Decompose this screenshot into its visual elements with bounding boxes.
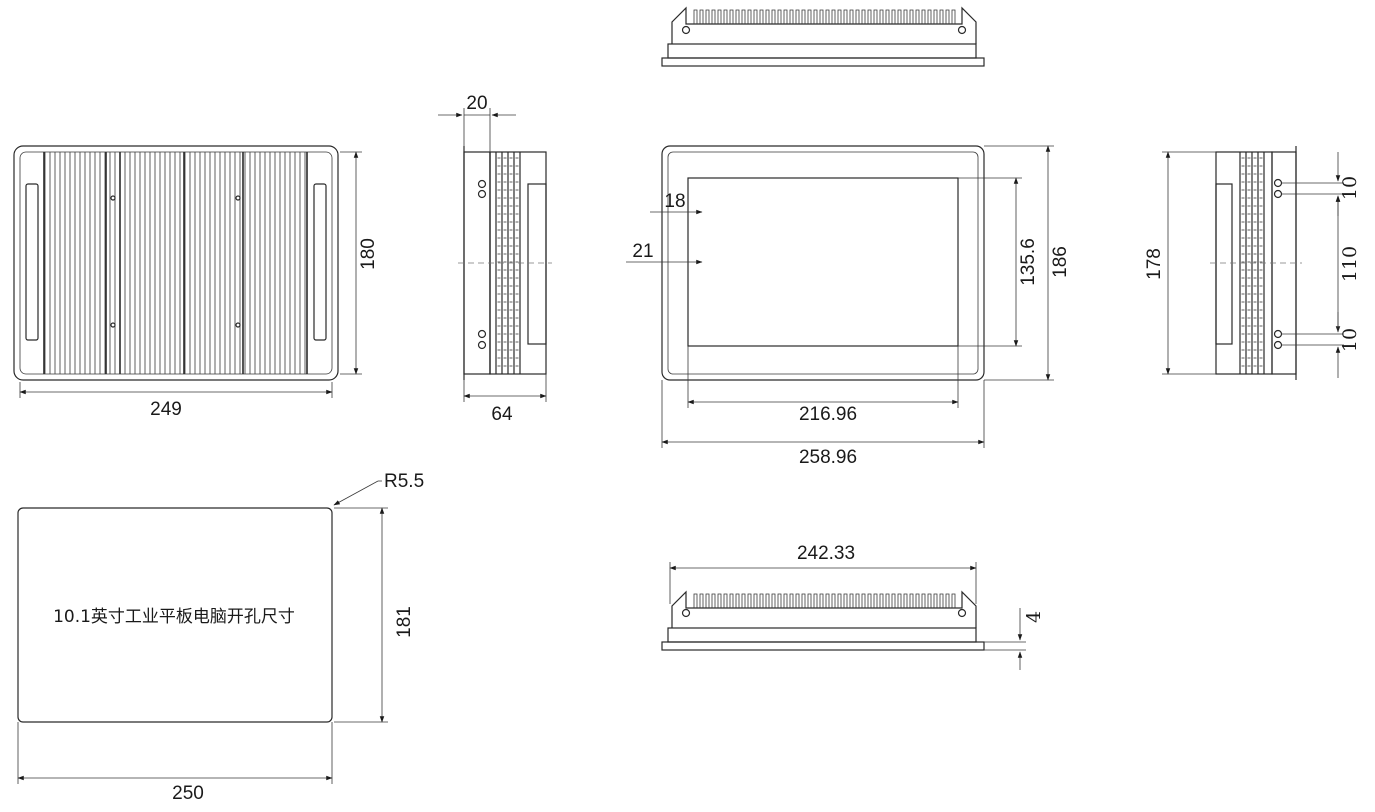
cutout-height-label: 181: [394, 606, 415, 638]
right-screw-icon: [1273, 329, 1283, 339]
front-screen-width-label: 216.96: [799, 404, 857, 425]
bottom-view: 242.33 4: [661, 543, 1045, 670]
bottom-flange-thickness-label: 4: [1023, 611, 1045, 623]
right-hole-bottom-label: 10: [1339, 328, 1361, 352]
top-heatsink-fins: [693, 9, 956, 24]
rear-heatsink-fins: [43, 152, 308, 374]
front-height-label: 186: [1050, 246, 1071, 278]
bottom-width-label: 242.33: [797, 543, 855, 564]
side-screw-icon: [477, 329, 487, 339]
front-width-label: 258.96: [799, 447, 857, 468]
panel-cutout-outline: [17, 507, 333, 723]
cutout-radius-label: R5.5: [384, 471, 424, 492]
side-bezel-depth-label: 20: [466, 93, 487, 114]
right-hole-span-label: 110: [1339, 246, 1361, 282]
front-screen: [687, 177, 959, 347]
side-screw-icon: [477, 179, 487, 189]
front-view: 18 21 135.6 186 216.96 258.96: [626, 145, 1071, 468]
front-screen-height-label: 135.6: [1018, 238, 1039, 286]
cutout-view: 10.1英寸工业平板电脑开孔尺寸 R5.5 181 250: [17, 471, 424, 804]
cutout-width-label: 250: [172, 783, 204, 804]
rear-screw-icon: [235, 322, 241, 328]
top-flange: [661, 57, 985, 67]
bottom-bezel: [667, 627, 977, 643]
side-screw-icon: [477, 340, 487, 350]
rear-view: 249 180: [13, 145, 379, 420]
rear-screw-icon: [110, 195, 116, 201]
rear-outer-frame: [13, 145, 339, 381]
side-view: 20 64: [438, 93, 552, 425]
rear-left-handle: [25, 183, 39, 341]
side-handle: [527, 183, 547, 345]
rear-right-handle: [313, 183, 327, 341]
cutout-caption: 10.1英寸工业平板电脑开孔尺寸: [53, 607, 295, 627]
rear-screw-icon: [235, 195, 241, 201]
right-handle: [1215, 183, 1233, 345]
side-front-bezel: [463, 151, 491, 375]
rear-screw-icon: [110, 322, 116, 328]
fin-comb: [693, 593, 956, 608]
right-screw-icon: [1273, 340, 1283, 350]
right-height-label: 178: [1144, 248, 1165, 280]
fin-comb: [693, 9, 956, 24]
rear-width-label: 249: [150, 399, 182, 420]
side-screw-icon: [477, 189, 487, 199]
rear-height-label: 180: [358, 238, 379, 270]
front-offset-left-label: 21: [632, 241, 653, 262]
top-view: [661, 6, 985, 67]
right-screw-icon: [1273, 189, 1283, 199]
top-bezel: [667, 43, 977, 59]
side-total-depth-label: 64: [491, 404, 513, 425]
rear-inner-frame: [19, 151, 333, 375]
right-side-view: 178 10 110 10: [1144, 146, 1361, 380]
front-offset-top-label: 18: [664, 191, 685, 212]
front-inner-bezel: [667, 151, 979, 375]
right-hole-top-label: 10: [1339, 176, 1361, 200]
front-outer-bezel: [661, 145, 985, 381]
right-screw-icon: [1273, 178, 1283, 188]
bottom-flange: [661, 641, 985, 651]
bottom-heatsink-fins: [693, 593, 956, 608]
